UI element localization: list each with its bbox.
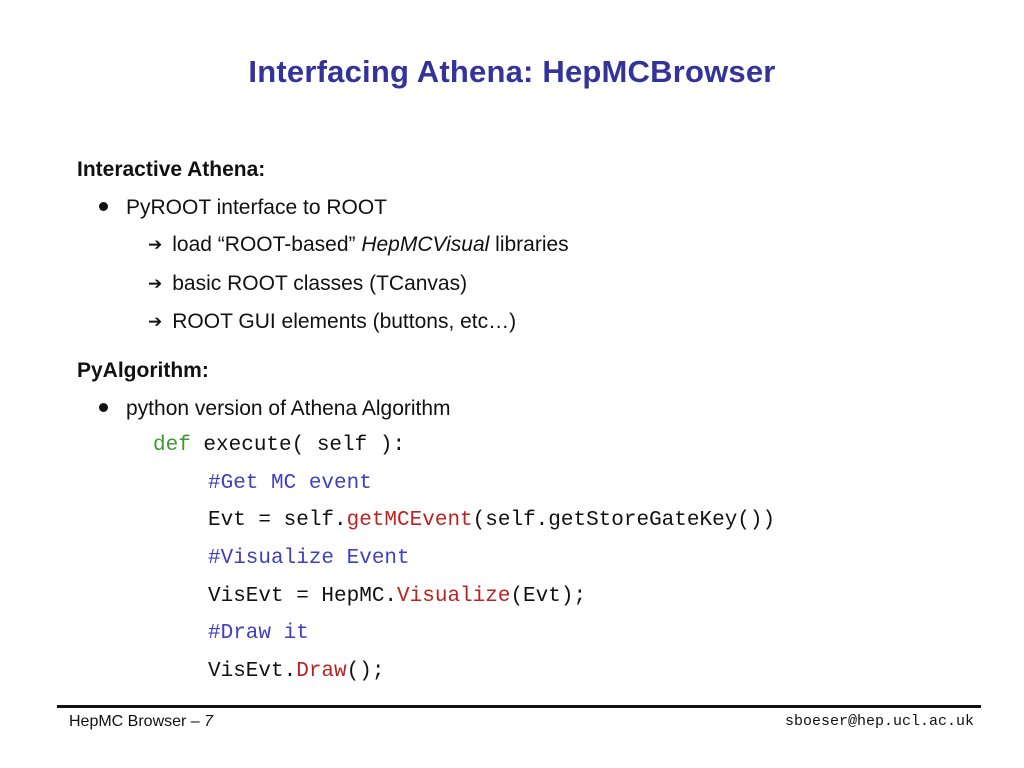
code-comment-visualize: #Visualize Event — [208, 547, 410, 570]
section-heading-interactive-athena: Interactive Athena: — [77, 158, 266, 181]
code-line-def: def execute( self ): — [153, 434, 405, 457]
code-text: (); — [346, 660, 385, 683]
footer-left: HepMC Browser – 7 — [69, 713, 213, 731]
footer-email: sboeser@hep.ucl.ac.uk — [784, 713, 974, 730]
code-function: Visualize — [397, 585, 511, 608]
code-comment-draw: #Draw it — [208, 622, 309, 645]
code-function: Draw — [296, 660, 347, 683]
bullet-item-python-version: python version of Athena Algorithm — [99, 397, 451, 421]
code-line-get-mc-event: Evt = self.getMCEvent(self.getStoreGateK… — [208, 509, 775, 532]
code-text: execute( self ): — [190, 434, 406, 457]
bullet-dot-icon — [99, 403, 108, 412]
code-line-draw: VisEvt.Draw(); — [208, 660, 384, 683]
footer-title: HepMC Browser – — [69, 713, 205, 730]
footer-divider — [57, 705, 981, 708]
slide-title: Interfacing Athena: HepMCBrowser — [248, 54, 776, 89]
subitem-basic-root-classes: ➔ basic ROOT classes (TCanvas) — [148, 272, 467, 296]
right-arrow-icon: ➔ — [148, 274, 163, 293]
code-text: (self.getStoreGateKey()) — [472, 509, 776, 532]
code-keyword: def — [153, 434, 191, 457]
page-number: 7 — [204, 713, 214, 730]
code-function: getMCEvent — [346, 509, 473, 532]
subitem-text: basic ROOT classes (TCanvas) — [172, 272, 468, 295]
right-arrow-icon: ➔ — [148, 312, 163, 331]
bullet-text: PyROOT interface to ROOT — [126, 196, 388, 219]
right-arrow-icon: ➔ — [148, 235, 163, 254]
subitem-text: ROOT GUI elements (buttons, etc…) — [172, 310, 517, 333]
code-line-visualize: VisEvt = HepMC.Visualize(Evt); — [208, 585, 586, 608]
section-heading-pyalgorithm: PyAlgorithm: — [77, 359, 209, 382]
subitem-text-emphasis: HepMCVisual — [361, 233, 490, 256]
code-text: Evt = self. — [208, 509, 347, 532]
code-text: (Evt); — [510, 585, 587, 608]
subitem-text-post: libraries — [489, 233, 569, 256]
subitem-root-gui-elements: ➔ ROOT GUI elements (buttons, etc…) — [148, 310, 516, 334]
bullet-text: python version of Athena Algorithm — [126, 397, 451, 420]
bullet-dot-icon — [99, 202, 108, 211]
code-text: VisEvt = HepMC. — [208, 585, 398, 608]
subitem-load-libraries: ➔ load “ROOT-based” HepMCVisual libraries — [148, 233, 569, 257]
subitem-text-pre: load “ROOT-based” — [172, 233, 362, 256]
code-text: VisEvt. — [208, 660, 297, 683]
bullet-item-pyroot: PyROOT interface to ROOT — [99, 196, 387, 220]
code-comment-get-event: #Get MC event — [208, 472, 372, 495]
